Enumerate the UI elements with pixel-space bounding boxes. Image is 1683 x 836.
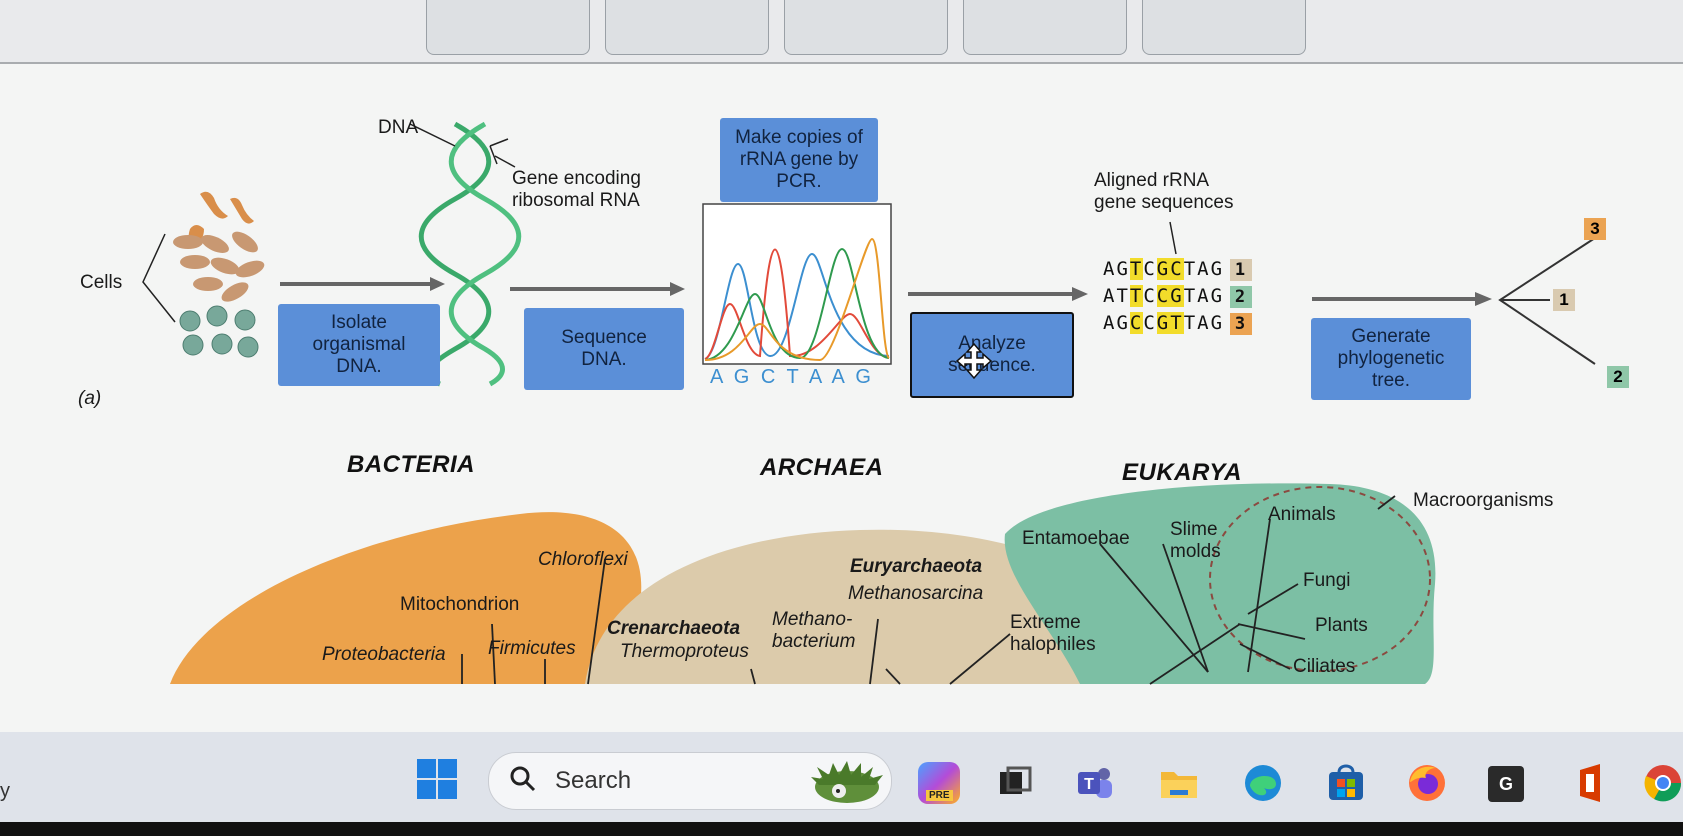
aligned-sequences-label: Aligned rRNA gene sequences: [1094, 170, 1234, 213]
archaea-region: [585, 529, 1129, 684]
flow-arrows: [280, 277, 1492, 306]
hedgehog-doodle-icon[interactable]: [807, 757, 887, 805]
firefox-icon[interactable]: [1406, 762, 1448, 804]
pre-badge: PRE: [926, 790, 953, 801]
dna-label: DNA: [378, 117, 419, 138]
screen-bezel: [0, 822, 1683, 836]
bacteria-region: [170, 512, 642, 684]
label-macroorganisms: Macroorganisms: [1413, 490, 1554, 511]
step-pcr: Make copies of rRNA gene by PCR.: [720, 118, 878, 202]
chromatogram-bases: A G C T A A G: [710, 366, 874, 388]
teams-icon[interactable]: T: [1074, 762, 1116, 804]
label-fungi: Fungi: [1303, 570, 1351, 591]
taskbar: y Search PRE T G: [0, 732, 1683, 822]
divider-line: [0, 62, 1683, 64]
label-crenarchaeota: Crenarchaeota: [607, 618, 741, 639]
office-icon[interactable]: [1570, 762, 1612, 804]
label-proteobacteria: Proteobacteria: [322, 644, 446, 665]
eukarya-region: [1004, 483, 1436, 684]
drop-zone-5[interactable]: [1142, 0, 1306, 55]
label-thermoproteus: Thermoproteus: [620, 641, 749, 662]
g-app-label: G: [1498, 774, 1513, 794]
drop-zone-2[interactable]: [605, 0, 769, 55]
step-sequence-dna: Sequence DNA.: [524, 308, 684, 390]
label-ciliates: Ciliates: [1293, 656, 1356, 677]
bacteria-title: BACTERIA: [347, 451, 475, 478]
tree-leaf-3: 3: [1584, 218, 1606, 240]
search-placeholder: Search: [555, 767, 632, 794]
label-mitochondrion: Mitochondrion: [400, 594, 520, 615]
drop-zone-3[interactable]: [784, 0, 948, 55]
label-methanobacterium: Methano- bacterium: [772, 609, 856, 652]
label-methanosarcina: Methanosarcina: [848, 583, 984, 604]
cells-label: Cells: [80, 272, 123, 293]
step-analyze-sequence[interactable]: Analyze sequence.: [910, 312, 1074, 398]
tree-leaf-1: 1: [1553, 289, 1575, 311]
dna-helix: [409, 121, 522, 387]
drop-zone-4[interactable]: [963, 0, 1127, 55]
move-cursor-icon: [955, 342, 993, 380]
copilot-icon[interactable]: PRE: [918, 762, 960, 804]
store-icon[interactable]: [1325, 762, 1367, 804]
label-animals: Animals: [1268, 504, 1336, 525]
label-slime-molds: Slime molds: [1170, 519, 1221, 562]
edge-icon[interactable]: [1242, 762, 1284, 804]
aligned-pointer: [1169, 221, 1177, 255]
label-entamoebae: Entamoebae: [1022, 528, 1130, 549]
task-view-icon[interactable]: [994, 762, 1036, 804]
drop-zone-1[interactable]: [426, 0, 590, 55]
step-generate-tree: Generate phylogenetic tree.: [1311, 318, 1471, 400]
label-firmicutes: Firmicutes: [488, 638, 576, 659]
panel-letter-a: (a): [78, 388, 102, 409]
search-icon: [509, 765, 537, 793]
label-extreme-halophiles: Extreme halophiles: [1010, 612, 1096, 655]
figure-panel: DNA Gene encoding ribosomal RNA Cells Is…: [0, 64, 1683, 732]
eukarya-title: EUKARYA: [1122, 459, 1242, 486]
label-euryarchaeota: Euryarchaeota: [850, 556, 983, 577]
svg-text:T: T: [1084, 776, 1094, 793]
cells-graphic: [142, 191, 265, 358]
gene-encoding-label: Gene encoding ribosomal RNA: [512, 168, 641, 211]
label-chloroflexi: Chloroflexi: [538, 549, 628, 570]
step-isolate-dna: Isolate organismal DNA.: [278, 304, 440, 386]
figure-graphics: [142, 121, 1596, 685]
chrome-icon[interactable]: [1642, 762, 1683, 804]
left-edge-text: y: [0, 780, 10, 802]
small-phylo-tree: [1498, 237, 1596, 365]
chromatogram: [702, 203, 892, 365]
file-explorer-icon[interactable]: [1158, 762, 1200, 804]
g-app-icon[interactable]: G: [1488, 766, 1524, 802]
macroorganisms-circle: [1209, 486, 1431, 672]
search-box[interactable]: Search: [488, 752, 892, 810]
windows-start-icon[interactable]: [416, 758, 458, 800]
archaea-title: ARCHAEA: [760, 454, 884, 481]
tree-leaf-2: 2: [1607, 366, 1629, 388]
label-plants: Plants: [1315, 615, 1368, 636]
domain-tree-branches: [461, 495, 1396, 685]
